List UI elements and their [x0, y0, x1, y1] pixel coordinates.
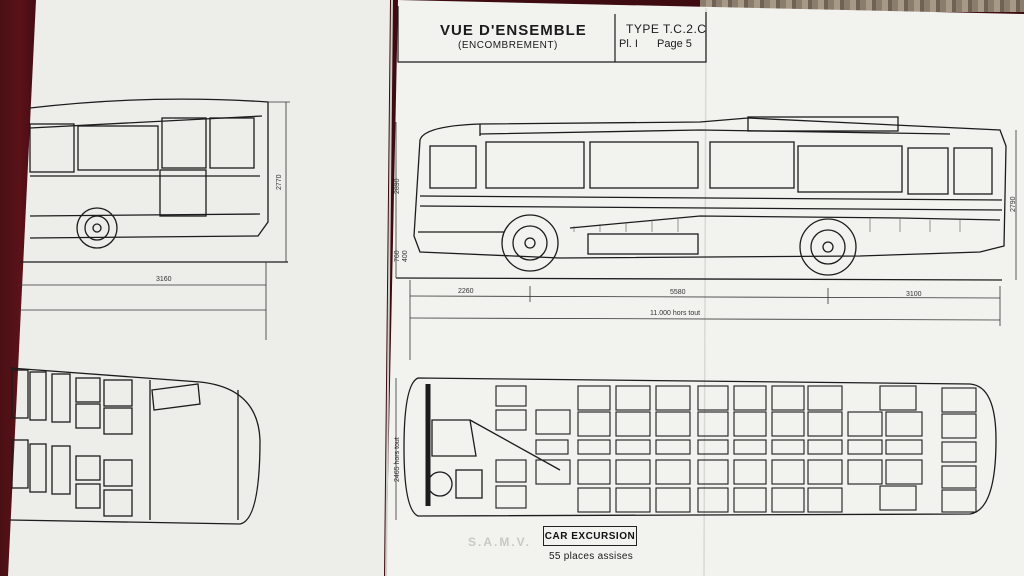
overall-length-dim: 11.000 hors tout — [650, 310, 701, 317]
rear-overhang-dim: 3100 — [906, 291, 922, 298]
left-floor-plan — [9, 367, 261, 525]
right-floor-plan — [403, 377, 997, 517]
right-height-dim: 2790 — [1010, 196, 1017, 212]
height-upper-dim: 2890 — [394, 178, 401, 194]
sheet-title: VUE D'ENSEMBLE — [440, 22, 587, 39]
model-caption: CAR EXCURSION — [543, 526, 637, 546]
plate-number: Pl. I — [619, 38, 638, 50]
page-fold — [703, 7, 707, 576]
wheelbase-dim: 5580 — [670, 289, 686, 296]
front-overhang-dim: 2260 — [458, 288, 474, 295]
left-dimension-lines — [18, 101, 290, 340]
skirt-hatching — [573, 218, 961, 232]
width-dim: 2465 hors tout — [394, 437, 401, 482]
seat-count: 55 places assises — [549, 551, 634, 562]
type-label: TYPE T.C.2.C — [626, 22, 707, 36]
page-number: Page 5 — [657, 38, 692, 50]
left-bus-side-view — [20, 98, 288, 263]
faded-stamp: S.A.M.V. — [468, 535, 531, 549]
page-gutter — [385, 0, 393, 576]
left-height-dim: 2770 — [276, 174, 283, 190]
height-lower-dim: 760 — [394, 250, 401, 262]
seat-grid — [495, 385, 977, 513]
sheet-subtitle: (ENCOMBREMENT) — [458, 40, 558, 51]
ground-clearance-dim: 400 — [402, 250, 409, 262]
left-page — [8, 0, 390, 576]
left-length-dim: 3160 — [156, 276, 172, 283]
right-dimension-lines — [395, 122, 1017, 520]
right-bus-side-view — [395, 116, 1007, 281]
title-block — [397, 6, 707, 63]
